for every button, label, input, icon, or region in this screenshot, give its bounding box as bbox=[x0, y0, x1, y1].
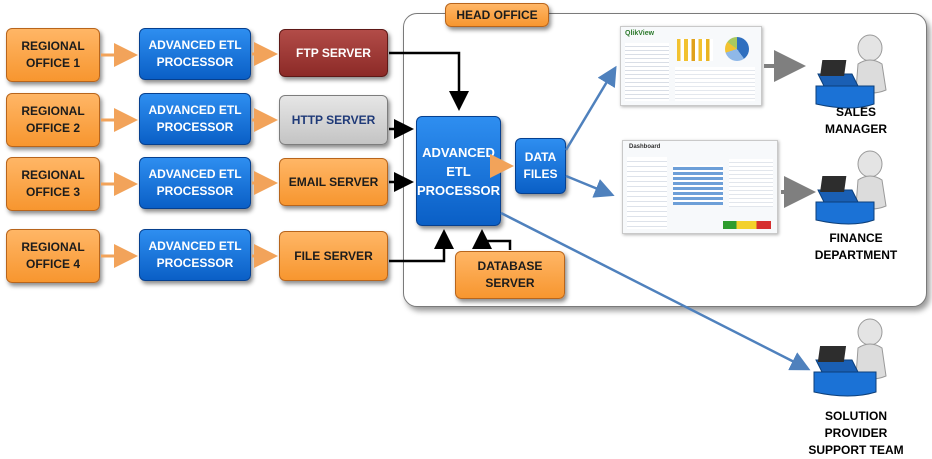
thumbnail-table bbox=[675, 67, 755, 101]
ftp-server: FTP SERVER bbox=[279, 29, 388, 77]
support-team-figure-icon bbox=[813, 318, 887, 397]
arrow-file-central bbox=[389, 229, 454, 263]
qlikview-logo: QlikView bbox=[625, 30, 655, 37]
finance-department-figure-icon bbox=[815, 150, 887, 225]
recipient-arrows bbox=[764, 50, 816, 208]
regional-office-2: REGIONAL OFFICE 2 bbox=[6, 93, 100, 147]
etl-processor-2: ADVANCED ETL PROCESSOR bbox=[139, 93, 251, 145]
office-to-processor-arrows bbox=[101, 42, 514, 268]
regional-office-1: REGIONAL OFFICE 1 bbox=[6, 28, 100, 82]
qlikview-dashboard-thumbnail: QlikView bbox=[620, 26, 762, 106]
arrow-ftp-central bbox=[389, 51, 469, 111]
head-office-title: HEAD OFFICE bbox=[445, 3, 549, 27]
finance-department-label: FINANCE DEPARTMENT bbox=[814, 231, 898, 262]
distribution-arrows bbox=[500, 65, 811, 371]
file-server: FILE SERVER bbox=[279, 231, 388, 281]
arrow-database-central bbox=[472, 229, 512, 250]
regional-office-3: REGIONAL OFFICE 3 bbox=[6, 157, 100, 211]
arrow-central-support bbox=[500, 211, 811, 371]
dashboard-thumbnail: Dashboard bbox=[622, 140, 778, 234]
arrow-datafiles-dashboard bbox=[565, 174, 615, 198]
thumbnail-list bbox=[729, 159, 773, 207]
arrow-datafiles-qlikview bbox=[564, 65, 617, 151]
thumbnail-side-panel bbox=[625, 43, 669, 101]
server-to-central-arrows bbox=[389, 51, 512, 263]
database-server: DATABASE SERVER bbox=[455, 251, 565, 299]
sales-manager-label: SALES MANAGER bbox=[825, 105, 887, 136]
thumbnail-hbar-chart bbox=[673, 165, 723, 205]
etl-processor-3: ADVANCED ETL PROCESSOR bbox=[139, 157, 251, 209]
thumbnail-bar-chart bbox=[677, 39, 713, 61]
email-server: EMAIL SERVER bbox=[279, 158, 388, 206]
data-files: DATA FILES bbox=[515, 138, 566, 194]
central-etl-processor: ADVANCED ETL PROCESSOR bbox=[416, 116, 501, 226]
sales-manager-figure-icon bbox=[815, 34, 887, 109]
thumbnail-gauge bbox=[723, 221, 771, 229]
thumbnail-filter-panel bbox=[627, 157, 667, 229]
etl-processor-4: ADVANCED ETL PROCESSOR bbox=[139, 229, 251, 281]
etl-processor-1: ADVANCED ETL PROCESSOR bbox=[139, 28, 251, 80]
regional-office-4: REGIONAL OFFICE 4 bbox=[6, 229, 100, 283]
thumbnail-pie-chart bbox=[725, 37, 749, 61]
dashboard-title: Dashboard bbox=[629, 144, 661, 150]
http-server: HTTP SERVER bbox=[279, 95, 388, 145]
solution-provider-support-team-label: SOLUTION PROVIDER SUPPORT TEAM bbox=[808, 409, 904, 457]
